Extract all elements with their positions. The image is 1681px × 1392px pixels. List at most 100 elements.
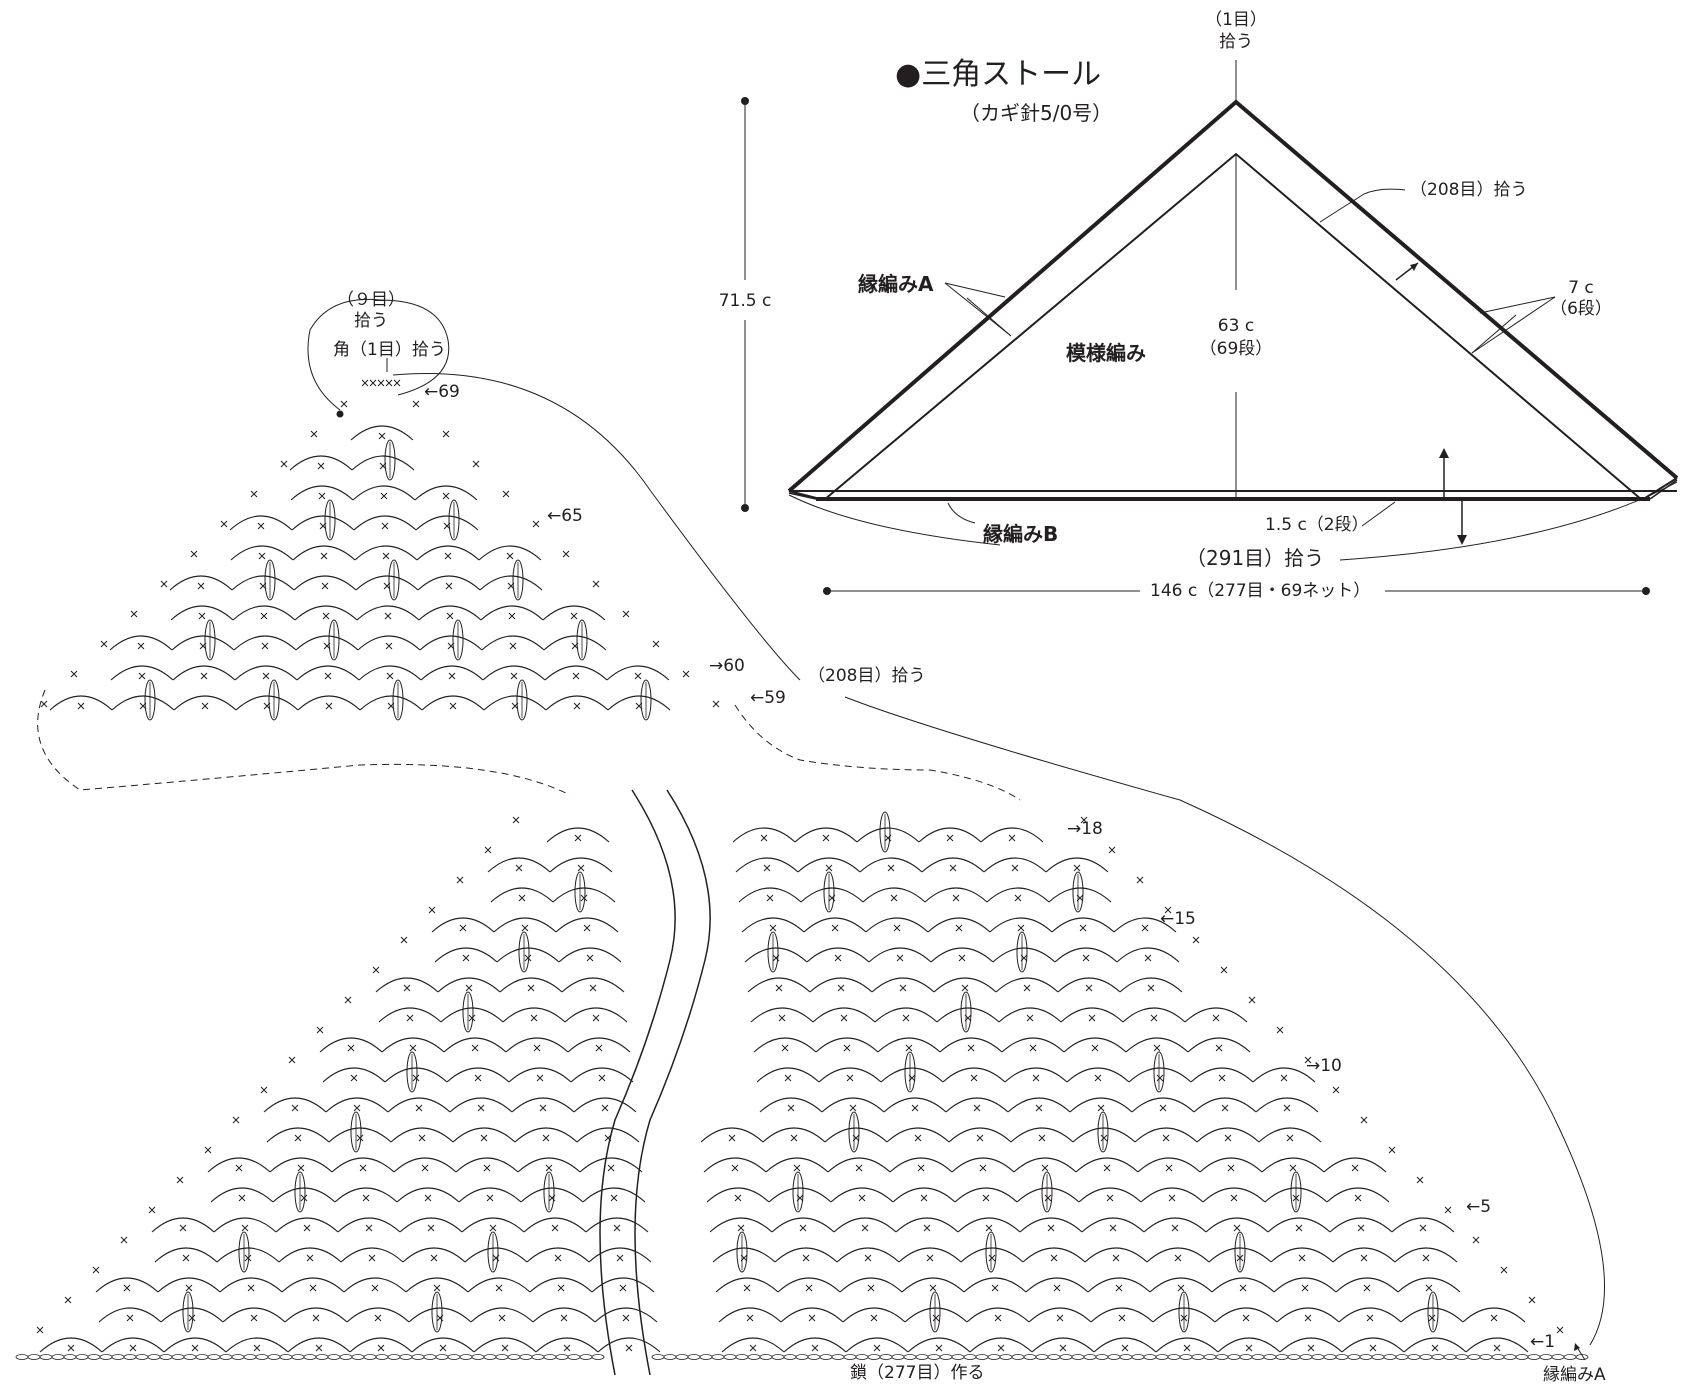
- single-crochet-mark: [1422, 1254, 1430, 1262]
- single-crochet-mark: [424, 1194, 432, 1202]
- foundation-chain-stitch: [1407, 1354, 1421, 1360]
- chain-arc: [278, 1247, 342, 1263]
- chain-arc: [473, 1337, 537, 1353]
- single-crochet-mark: [486, 1194, 494, 1202]
- single-crochet-mark: [926, 1254, 934, 1262]
- single-crochet-mark: [799, 1224, 807, 1232]
- single-crochet-mark: [997, 1344, 1005, 1352]
- single-crochet-mark: [446, 612, 454, 620]
- single-crochet-mark: [258, 552, 266, 560]
- single-crochet-mark: [527, 984, 535, 992]
- single-crochet-mark: [1221, 1104, 1229, 1112]
- single-crochet-mark: [858, 1194, 866, 1202]
- chain-arc: [738, 887, 802, 903]
- single-crochet-mark: [864, 1254, 872, 1262]
- foundation-chain-stitch: [279, 1354, 293, 1360]
- single-crochet-mark: [444, 552, 452, 560]
- single-crochet-mark: [185, 1284, 193, 1292]
- foundation-chain-stitch: [1023, 1354, 1037, 1360]
- chain-arc: [1066, 1067, 1130, 1083]
- chain-arc: [1214, 1307, 1278, 1323]
- single-crochet-mark: [560, 1314, 568, 1322]
- chain-arc: [1270, 1247, 1334, 1263]
- single-crochet-mark: [1147, 984, 1155, 992]
- foundation-chain-stitch: [1539, 1354, 1553, 1360]
- chain-arc: [356, 605, 420, 621]
- chain-arc: [1093, 1337, 1157, 1353]
- foundation-chain-stitch: [159, 1354, 173, 1360]
- chain-arc: [535, 1337, 599, 1353]
- foundation-chain-stitch: [231, 1354, 245, 1360]
- single-crochet-mark: [1332, 1086, 1340, 1094]
- chain-arc: [1273, 1277, 1337, 1293]
- single-crochet-mark: [495, 1284, 503, 1292]
- single-crochet-mark: [1150, 1014, 1158, 1022]
- chain-arc: [1258, 1127, 1322, 1143]
- single-crochet-mark: [472, 460, 480, 468]
- single-crochet-mark: [607, 1164, 615, 1172]
- chain-arc: [297, 695, 361, 711]
- single-crochet-mark: [822, 834, 830, 842]
- single-crochet-mark: [518, 894, 526, 902]
- chain-arc: [880, 1067, 944, 1083]
- single-crochet-mark: [583, 924, 591, 932]
- chain-arc: [517, 1157, 581, 1173]
- foundation-chain-stitch: [555, 1354, 569, 1360]
- single-crochet-mark: [484, 846, 492, 854]
- foundation-chain-stitch: [567, 1354, 581, 1360]
- single-crochet-mark: [1023, 984, 1031, 992]
- chain-arc: [235, 695, 299, 711]
- foundation-chain-stitch: [51, 1354, 65, 1360]
- single-crochet-mark: [1014, 894, 1022, 902]
- chain-arc: [898, 1247, 962, 1263]
- single-crochet-mark: [1029, 1044, 1037, 1052]
- shell-stitch: [1041, 1171, 1053, 1213]
- shell-stitch: [144, 679, 156, 721]
- single-crochet-mark: [811, 1344, 819, 1352]
- single-crochet-mark: [970, 1074, 978, 1082]
- chain-arc: [543, 635, 607, 651]
- chain-arc: [417, 575, 481, 591]
- chain-arc: [1128, 1067, 1192, 1083]
- chain-arc: [230, 545, 294, 561]
- single-crochet-mark: [1425, 1284, 1433, 1292]
- single-crochet-mark: [1053, 1284, 1061, 1292]
- single-crochet-mark: [378, 432, 386, 440]
- single-crochet-mark: [760, 834, 768, 842]
- chain-arc: [1140, 1187, 1204, 1203]
- chain-arc: [797, 857, 861, 873]
- single-crochet-mark: [138, 672, 146, 680]
- foundation-chain-stitch: [663, 1354, 677, 1360]
- single-crochet-mark: [474, 1074, 482, 1082]
- chain-arc: [1113, 917, 1177, 933]
- schematic-outer-edge: [787, 99, 1679, 493]
- chain-arc: [883, 1097, 947, 1113]
- chain-arc: [322, 1067, 386, 1083]
- chain-arc: [918, 827, 982, 843]
- chain-arc: [160, 1307, 224, 1323]
- single-crochet-mark: [316, 1026, 324, 1034]
- chain-arc: [1326, 1187, 1390, 1203]
- total-width-label: 146 c（277目・69ネット）: [1150, 581, 1371, 601]
- chain-arc: [706, 1187, 770, 1203]
- single-crochet-mark: [448, 672, 456, 680]
- chain-arc: [862, 887, 926, 903]
- title-text: 三角ストール: [921, 57, 1102, 92]
- chain-arc: [552, 887, 616, 903]
- foundation-chain-stitch: [1227, 1354, 1241, 1360]
- chain-arc: [350, 425, 414, 441]
- chain-arc: [337, 1217, 401, 1233]
- chain-arc: [1072, 1127, 1136, 1143]
- single-crochet-mark: [1431, 1344, 1439, 1352]
- single-crochet-mark: [1144, 954, 1152, 962]
- single-crochet-mark: [386, 672, 394, 680]
- shell-stitch: [406, 1051, 418, 1093]
- chain-arc: [1217, 1337, 1281, 1353]
- foundation-chain-stitch: [963, 1354, 977, 1360]
- single-crochet-mark: [1224, 1134, 1232, 1142]
- single-crochet-mark: [288, 1056, 296, 1064]
- chain-arc: [824, 1127, 888, 1143]
- single-crochet-mark: [179, 1224, 187, 1232]
- single-crochet-mark: [1162, 1134, 1170, 1142]
- chain-arc: [1078, 1187, 1142, 1203]
